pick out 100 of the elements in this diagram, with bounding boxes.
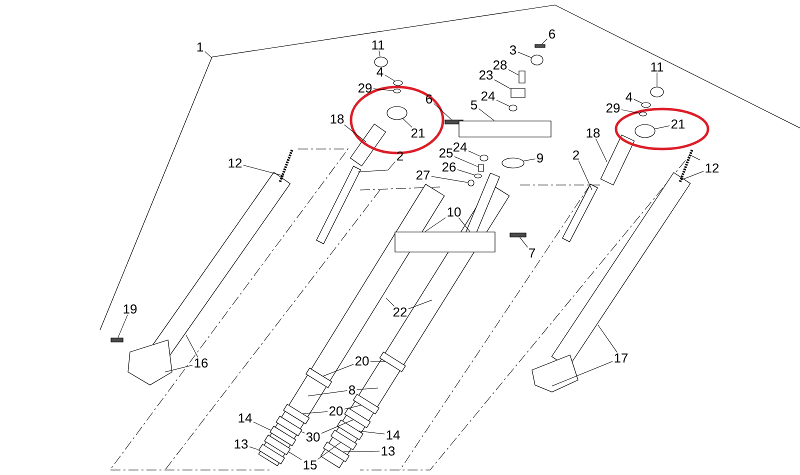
bolt xyxy=(110,338,124,342)
leader-line xyxy=(508,69,519,76)
callout-number: 29 xyxy=(358,83,372,93)
leader-line xyxy=(494,80,511,90)
round-part xyxy=(393,88,401,94)
leader-line xyxy=(344,405,362,410)
round-part xyxy=(650,86,664,98)
leader-line xyxy=(656,72,658,87)
callout-number: 20 xyxy=(355,356,369,366)
callout-number: 14 xyxy=(386,430,400,440)
leader-line xyxy=(424,217,446,232)
callout-number: 2 xyxy=(573,150,579,160)
leader-line xyxy=(358,430,385,434)
ring xyxy=(283,404,310,424)
callout-number: 4 xyxy=(376,68,384,76)
callout-number: 21 xyxy=(671,119,685,129)
leader-line xyxy=(344,124,366,142)
leader-line xyxy=(542,38,548,44)
leader-line xyxy=(243,164,284,176)
ring xyxy=(270,426,296,446)
callout-number: 4 xyxy=(626,92,632,102)
round-part xyxy=(508,104,518,112)
leader-line xyxy=(458,218,470,232)
leader-line xyxy=(378,50,380,57)
round-part xyxy=(639,112,647,116)
round-part xyxy=(502,158,524,168)
leader-line xyxy=(308,390,348,396)
callout-number: 1 xyxy=(197,42,203,52)
ring xyxy=(379,352,406,372)
callout-number: 24 xyxy=(481,91,495,101)
leader-line xyxy=(322,364,354,376)
ring xyxy=(352,394,380,414)
leader-line xyxy=(321,419,354,434)
leader-line xyxy=(249,446,259,450)
block-part xyxy=(478,164,484,172)
callout-number: 13 xyxy=(382,446,395,456)
callout-number: 14 xyxy=(238,414,252,422)
leader-line xyxy=(358,161,396,172)
callout-number: 10 xyxy=(448,207,461,217)
leader-line xyxy=(496,100,510,106)
callout-number: 18 xyxy=(586,128,600,138)
callout-number: 13 xyxy=(234,439,248,449)
leader-line xyxy=(408,300,432,310)
callout-number: 17 xyxy=(614,354,628,362)
callout-number: 12 xyxy=(228,158,242,168)
bolt xyxy=(534,44,546,48)
callout-number: 9 xyxy=(537,153,543,163)
leader-line xyxy=(680,171,704,180)
leader-line xyxy=(302,411,328,414)
leader-line xyxy=(578,160,592,190)
callout-number: 7 xyxy=(529,248,535,258)
clamp xyxy=(394,232,496,252)
leader-line xyxy=(370,361,386,362)
leader-line xyxy=(523,158,536,162)
leader-line xyxy=(118,314,128,338)
callout-number: 6 xyxy=(426,94,432,104)
callout-number: 30 xyxy=(306,432,320,442)
leader-line xyxy=(356,388,378,390)
callout-number: 11 xyxy=(651,62,664,72)
leader-line xyxy=(253,422,272,430)
leader-line xyxy=(384,74,395,82)
callout-number: 11 xyxy=(372,40,384,50)
leader-line xyxy=(288,452,302,460)
round-part xyxy=(474,174,482,178)
leader-line xyxy=(654,126,670,130)
leader-line xyxy=(621,109,640,114)
callout-number: 18 xyxy=(330,114,344,124)
leader-line xyxy=(478,108,495,121)
leader-line xyxy=(402,118,412,128)
leader-line xyxy=(454,156,478,168)
leader-line xyxy=(434,103,452,120)
leader-line xyxy=(520,237,528,248)
leader-line xyxy=(552,361,613,386)
block-part xyxy=(518,70,526,84)
callout-number: 15 xyxy=(304,460,317,470)
leader-line xyxy=(204,51,212,58)
leader-line xyxy=(634,99,643,104)
leader-line xyxy=(468,150,481,157)
leader-line xyxy=(386,298,395,306)
block-part xyxy=(510,88,526,98)
round-part xyxy=(468,180,474,186)
bolt xyxy=(510,232,526,238)
round-part xyxy=(480,154,488,162)
callout-number: 28 xyxy=(493,60,507,70)
callout-number: 21 xyxy=(411,128,425,138)
callout-number: 20 xyxy=(329,406,343,416)
callout-number: 12 xyxy=(706,163,719,173)
round-part xyxy=(530,54,544,66)
ring xyxy=(344,408,371,428)
leader-line xyxy=(457,169,475,176)
ring xyxy=(276,416,302,436)
round-part xyxy=(374,56,388,68)
callout-number: 2 xyxy=(397,151,403,161)
callout-number: 26 xyxy=(442,162,456,172)
leader-line xyxy=(518,52,532,58)
ring xyxy=(336,420,364,440)
leader-line xyxy=(300,431,305,434)
leader-line xyxy=(373,88,394,91)
callout-number: 25 xyxy=(439,148,453,158)
round-part xyxy=(386,106,408,120)
